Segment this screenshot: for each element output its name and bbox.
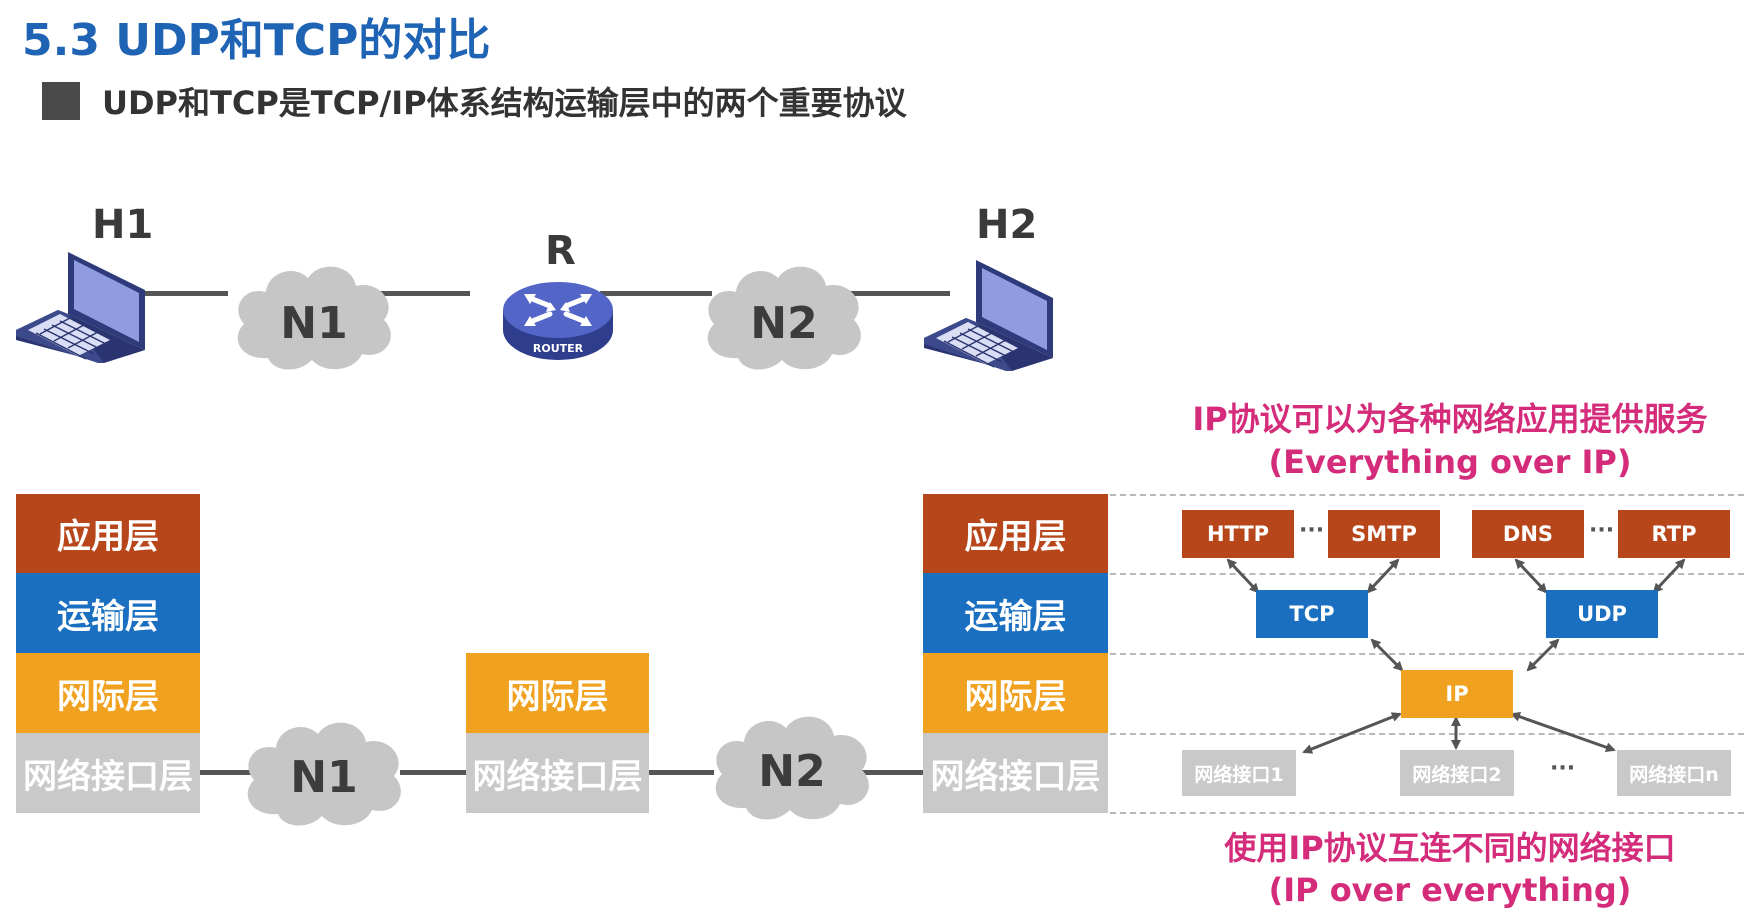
cloud-n2-label: N2 — [750, 298, 818, 349]
stack1-link-layer: 网络接口层 — [16, 733, 200, 813]
iface-n: 网络接口n — [1617, 750, 1731, 796]
ellipsis-iface: ··· — [1550, 756, 1576, 781]
link-n1-stack2 — [400, 770, 466, 775]
stack1-app-layer: 应用层 — [16, 494, 200, 573]
hourglass-top-line1: IP协议可以为各种网络应用提供服务 — [1192, 400, 1708, 438]
link-stack1-n1 — [198, 770, 256, 775]
cloud-n1-bottom-icon — [247, 722, 401, 826]
proto-rtp: RTP — [1618, 510, 1730, 558]
proto-dns: DNS — [1472, 510, 1584, 558]
bullet-text: UDP和TCP是TCP/IP体系结构运输层中的两个重要协议 — [102, 84, 907, 122]
stack2-link-layer: 网络接口层 — [466, 733, 649, 813]
host-label-h1: H1 — [92, 202, 154, 248]
bullet-square-icon — [42, 82, 80, 120]
stack3-transport-layer: 运输层 — [923, 573, 1108, 653]
cloud-n1-icon — [237, 266, 391, 370]
divider-internet-link — [1110, 733, 1744, 735]
divider-top — [1110, 494, 1744, 496]
link-router-n2 — [600, 291, 712, 296]
router-badge: ROUTER — [533, 342, 584, 355]
bullet-row: UDP和TCP是TCP/IP体系结构运输层中的两个重要协议 — [42, 78, 907, 124]
link-n2-h2 — [840, 291, 950, 296]
cloud-n1-label: N1 — [280, 298, 348, 349]
link-n1-router — [350, 291, 470, 296]
cloud-n2-icon — [707, 266, 861, 370]
page-title: 5.3 UDP和TCP的对比 — [22, 15, 491, 66]
proto-http: HTTP — [1182, 510, 1294, 558]
cloud-n2-bottom-label: N2 — [758, 746, 826, 797]
divider-transport-internet — [1110, 653, 1744, 655]
stack2-internet-layer: 网际层 — [466, 653, 649, 733]
cloud-n2-bottom-icon — [715, 716, 869, 820]
proto-udp: UDP — [1546, 590, 1658, 638]
cloud-n1-bottom-label: N1 — [290, 752, 358, 803]
proto-tcp: TCP — [1256, 590, 1368, 638]
hourglass-bottom-line2: (IP over everything) — [1268, 871, 1632, 909]
laptop-h2-icon — [924, 260, 1053, 371]
router-icon: ROUTER — [503, 282, 613, 360]
stack1-transport-layer: 运输层 — [16, 573, 200, 653]
ellipsis-app-right: ··· — [1589, 518, 1615, 543]
hourglass-top-line2: (Everything over IP) — [1268, 443, 1632, 481]
stack3-app-layer: 应用层 — [923, 494, 1108, 573]
stack3-link-layer: 网络接口层 — [923, 733, 1108, 813]
iface-2: 网络接口2 — [1400, 750, 1514, 796]
proto-smtp: SMTP — [1328, 510, 1440, 558]
stack1-internet-layer: 网际层 — [16, 653, 200, 733]
link-n2-stack3 — [858, 770, 924, 775]
divider-app-transport — [1110, 573, 1744, 575]
iface-1: 网络接口1 — [1182, 750, 1296, 796]
host-label-h2: H2 — [976, 202, 1038, 248]
hourglass-bottom-line1: 使用IP协议互连不同的网络接口 — [1224, 829, 1676, 867]
laptop-h1-icon — [16, 252, 145, 363]
proto-ip: IP — [1401, 670, 1513, 718]
link-h1-n1 — [128, 291, 228, 296]
stack3-internet-layer: 网际层 — [923, 653, 1108, 733]
divider-bottom — [1110, 812, 1744, 814]
router-label: R — [545, 228, 576, 274]
ellipsis-app-left: ··· — [1299, 518, 1325, 543]
link-stack2-n2 — [648, 770, 714, 775]
